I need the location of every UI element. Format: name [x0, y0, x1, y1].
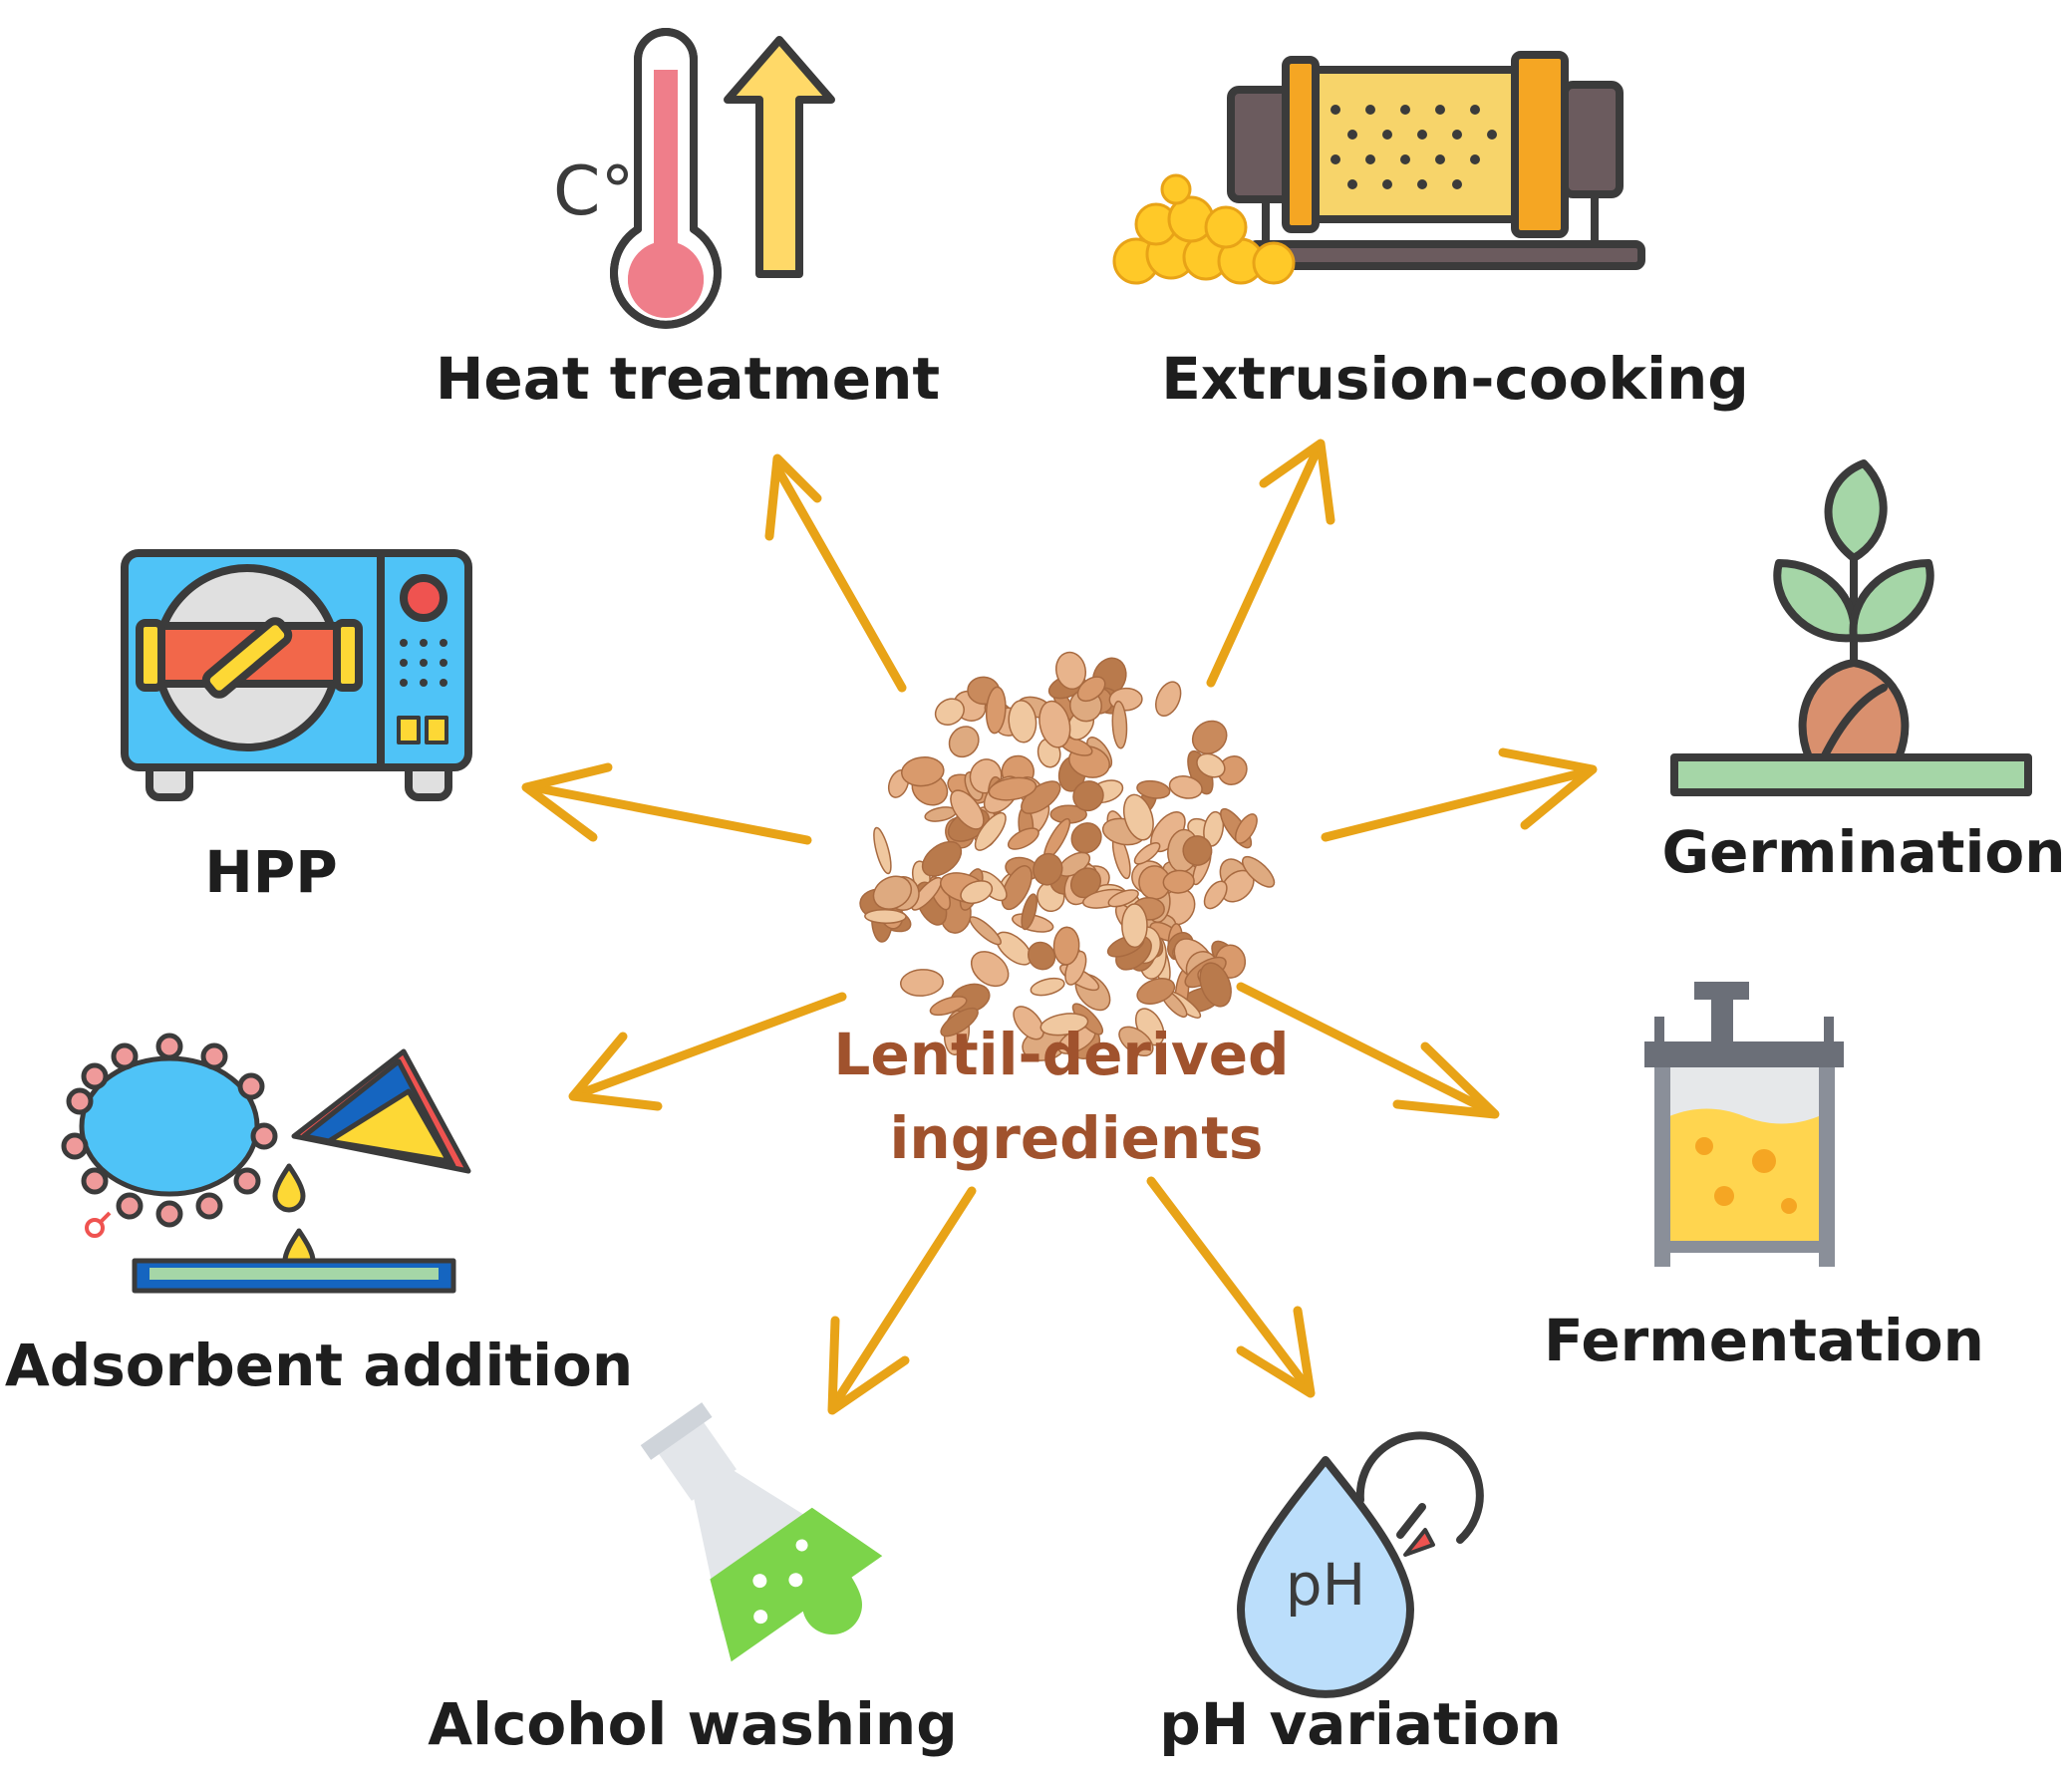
lentil-seed	[1007, 827, 1039, 850]
lentil-seed	[921, 840, 963, 877]
arrow-alcohol-washing	[827, 1186, 977, 1415]
lentil-seed	[1133, 841, 1161, 865]
lentil-seed	[960, 880, 994, 905]
fermenter-icon	[1644, 982, 1844, 1267]
pressure-chamber-icon	[121, 549, 472, 801]
lentil-seed	[1111, 700, 1128, 749]
lentil-seed	[970, 951, 1010, 988]
arrows-group	[521, 439, 1598, 1415]
lentil-seed	[899, 969, 945, 997]
lentil-seed	[1052, 926, 1080, 966]
lentil-seed	[1203, 880, 1228, 910]
lentil-seed	[1070, 822, 1102, 854]
lentil-seed	[929, 996, 968, 1017]
label-germination: Germination	[1661, 818, 2065, 886]
lentil-seed	[1072, 780, 1104, 812]
extruded-pellets	[1112, 173, 1296, 285]
thermometer-icon: C°	[553, 28, 835, 329]
label-adsorbent-addition: Adsorbent addition	[5, 1332, 633, 1399]
label-fermentation: Fermentation	[1544, 1307, 1984, 1374]
flask-icon	[640, 1402, 883, 1662]
lentil-seed	[1196, 752, 1226, 778]
lentil-seed	[969, 916, 1002, 946]
lentil-seed	[1013, 1006, 1044, 1040]
lentil-seed	[1122, 793, 1154, 841]
center-label-line1: Lentil-derived	[833, 1021, 1289, 1088]
lentil-seed	[948, 726, 980, 758]
arrow-hpp	[521, 762, 812, 845]
extruder-holes	[1331, 105, 1497, 189]
lentil-seed	[988, 776, 1037, 801]
lentil-seed	[1136, 779, 1171, 799]
lentil-seed	[864, 909, 907, 924]
arrow-germination	[1321, 747, 1598, 842]
lentil-seed	[974, 811, 1007, 851]
sprout-icon	[1670, 459, 2032, 796]
lentil-seed	[1121, 903, 1148, 949]
lentil-seed	[1001, 865, 1033, 911]
lentil-seed	[1241, 855, 1276, 888]
ph-icon-text: pH	[1286, 1551, 1365, 1619]
lentil-seed	[1199, 962, 1232, 1008]
celsius-text: C°	[553, 152, 634, 231]
arrow-extrusion-cooking	[1206, 439, 1335, 688]
lentil-seed	[1217, 755, 1248, 785]
arrow-ph-variation	[1146, 1176, 1316, 1398]
lentil-seed	[1076, 676, 1106, 703]
lentil-seed	[1038, 700, 1071, 748]
extruder-icon	[1112, 51, 1645, 285]
hpp-keypad	[400, 639, 447, 687]
lentil-seed	[1054, 651, 1087, 691]
lentil-seed	[1182, 835, 1213, 866]
lentil-seed	[1162, 869, 1195, 894]
lentil-seed	[940, 1007, 979, 1038]
lentil-seed	[1155, 681, 1182, 717]
lentil-seed	[1136, 978, 1176, 1005]
lentil-seed	[985, 686, 1007, 735]
lentil-seed	[901, 756, 945, 787]
arrow-heat-treatment	[764, 453, 907, 693]
adsorbent-particles	[61, 1033, 278, 1228]
label-alcohol-washing: Alcohol washing	[428, 1690, 957, 1758]
lentil-seed	[1168, 775, 1203, 799]
lentil-seed	[1039, 1013, 1089, 1037]
lentil-seed	[1234, 813, 1258, 844]
lentil-seed	[1191, 720, 1228, 754]
label-heat-treatment: Heat treatment	[436, 345, 940, 413]
lentil-seed	[1008, 700, 1037, 743]
lentil-seed	[872, 875, 913, 910]
ph-drop-icon: pH	[1237, 1431, 1484, 1698]
lentil-seed	[1021, 893, 1037, 931]
label-extrusion-cooking: Extrusion-cooking	[1161, 345, 1749, 413]
arrow-fermentation	[1236, 982, 1500, 1119]
lentil-seed	[1033, 852, 1063, 886]
label-hpp: HPP	[204, 838, 338, 906]
lentil-pile-icon	[859, 651, 1276, 1061]
lentil-seed	[1030, 977, 1065, 997]
lentil-seed	[950, 789, 985, 830]
adsorbent-icon	[61, 1033, 471, 1294]
lentil-seed	[1118, 1026, 1154, 1057]
label-ph-variation: pH variation	[1159, 1690, 1562, 1758]
arrow-adsorbent-addition	[568, 992, 847, 1111]
lentil-seed	[911, 876, 943, 911]
lentil-seed	[934, 698, 965, 726]
lentil-seed	[1107, 889, 1139, 908]
center-label-line2: ingredients	[890, 1104, 1264, 1172]
lentil-seed	[873, 826, 892, 875]
lentil-seed	[1027, 941, 1056, 971]
